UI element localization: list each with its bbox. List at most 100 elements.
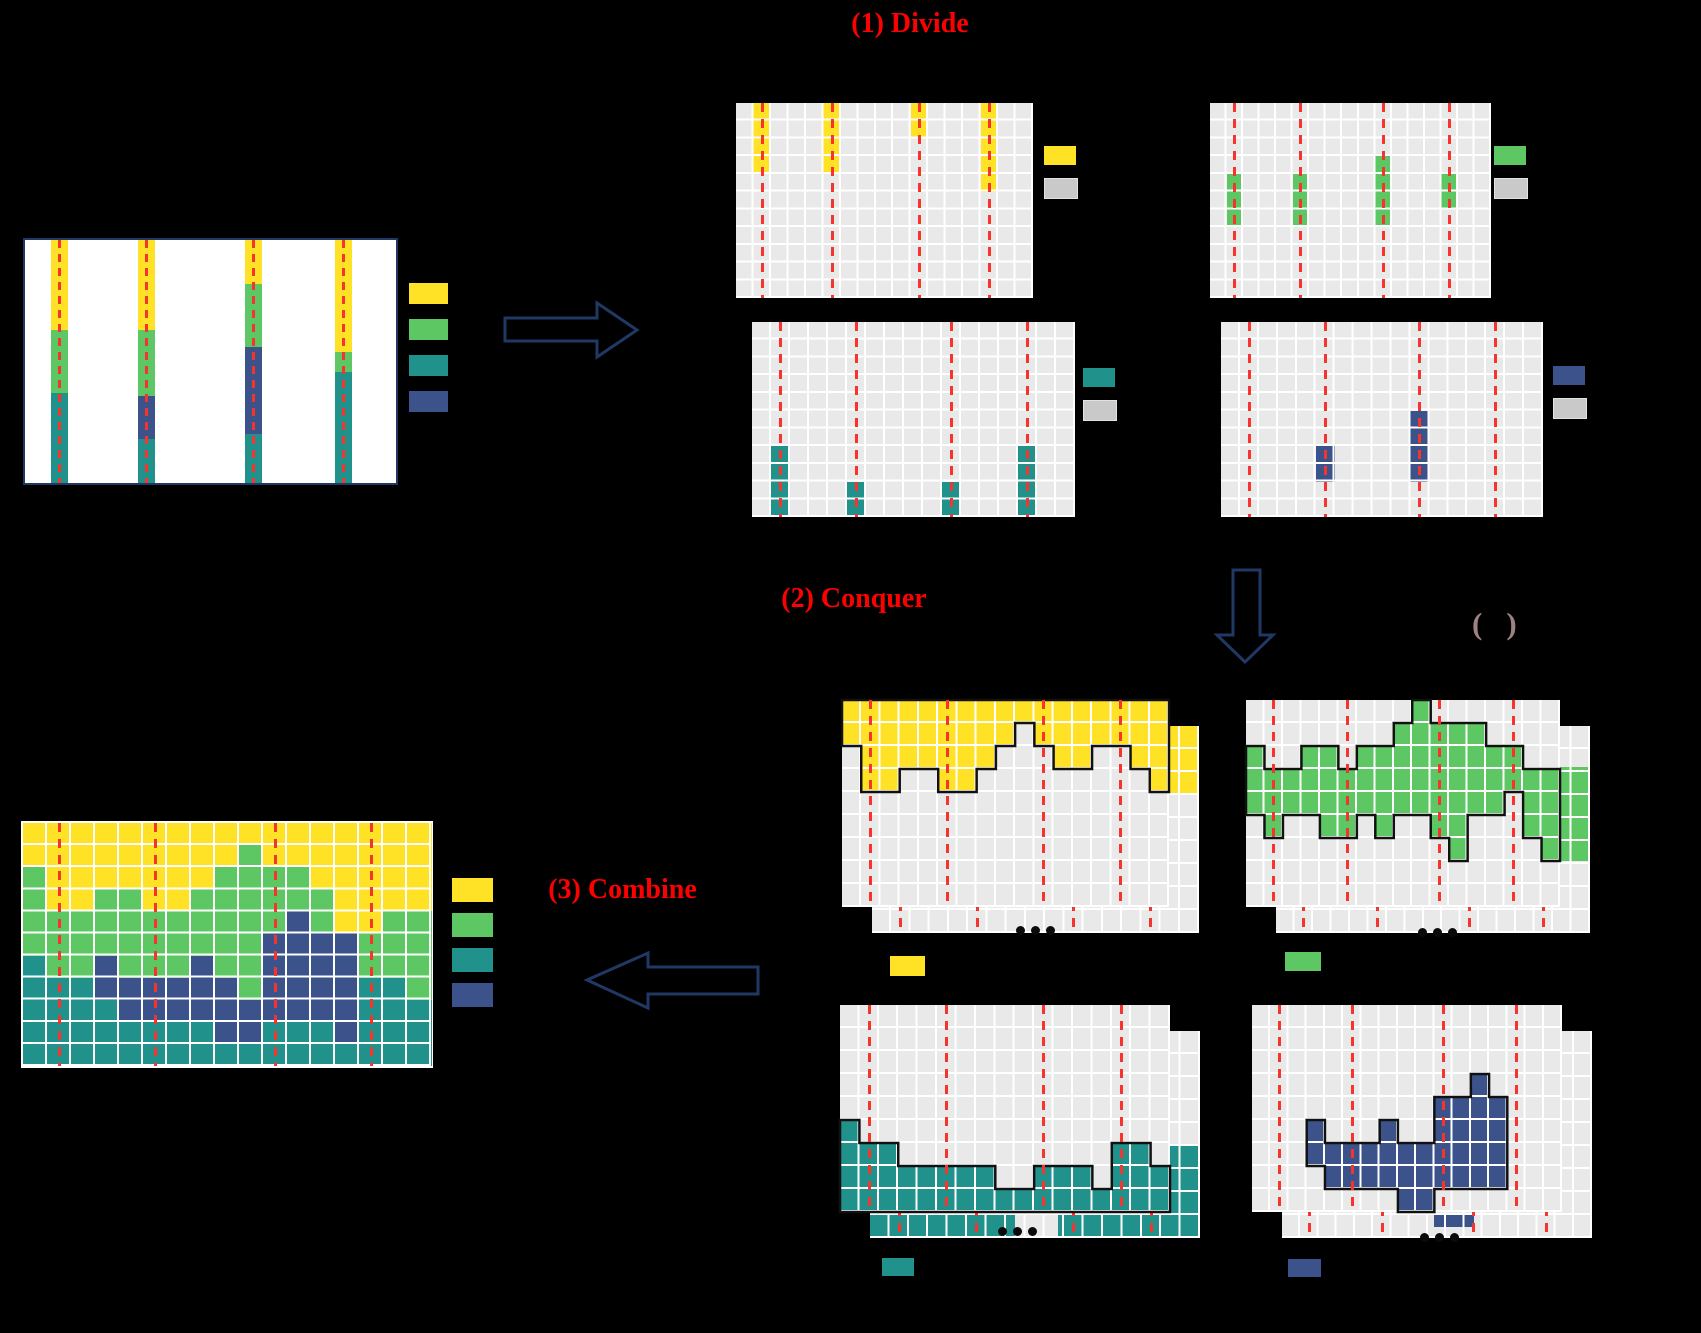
divide-panel-blue-legend-swatch-gray [1553,398,1587,419]
combined-legend-swatch-y [452,878,493,902]
grid-lines [842,700,1169,907]
well-dash-line [1042,700,1046,907]
well-dash-line [1277,1005,1281,1212]
combined-legend-swatch-g [452,913,493,937]
well-dash-line [867,1005,871,1212]
well-dash-line [341,240,345,483]
facies-band-outline [838,1118,1172,1214]
combine-stage-label: (3) Combine [548,874,697,905]
conquer-group-teal-ellipsis-dots [998,1227,1037,1236]
well-dash-line [1438,700,1442,907]
ellipsis-dot [1016,926,1025,935]
ellipsis-dot [1013,1227,1022,1236]
divide-panel-green-legend-swatch-gray [1494,178,1528,199]
well-dash-line [273,823,277,1066]
ellipsis-dot [1420,1233,1429,1242]
ellipsis-dot [1031,926,1040,935]
well-dash-line [917,103,921,298]
divide-panel-yellow-legend-swatch-gray [1044,178,1078,199]
well-dash-line [1494,322,1498,517]
conquer-group-yellow-color-swatch [890,956,925,976]
source-legend-swatch-y [409,283,448,304]
well-dash-line [58,240,62,483]
ellipsis-dot [998,1227,1007,1236]
well-dash-line [1323,322,1327,517]
well-dash-line [950,322,953,517]
ellipsis-dot [1435,1233,1444,1242]
well-dash-line [1350,1005,1354,1212]
conquer-group-teal-front-realization [838,1005,1172,1214]
ellipsis-dot [1448,928,1457,937]
well-dash-line [987,103,991,298]
paren-close: ) [1506,606,1517,641]
well-dash-line [855,322,858,517]
source-well-panel [23,238,398,485]
divide-panel-yellow [736,103,1033,298]
parenthesis-annotation: ( ) [1472,606,1517,642]
source-legend-swatch-g [409,319,448,340]
combined-model-panel [21,821,433,1068]
divide-panel-blue-legend-swatch-b [1553,366,1585,385]
divide-stage-label: (1) Divide [851,8,969,39]
grid-lines [1210,103,1491,298]
paren-open: ( [1472,606,1483,641]
ellipsis-dot [1028,1227,1037,1236]
grid-lines [752,322,1075,517]
grid-lines [23,823,431,1066]
divide-panel-yellow-legend-swatch-y [1044,146,1076,165]
well-dash-line [252,240,256,483]
well-dash-line [830,103,834,298]
well-dash-line [1272,700,1276,907]
well-dash-line [369,823,373,1066]
facies-band-outline [1305,1072,1509,1214]
conquer-group-yellow-ellipsis-dots [1016,926,1055,935]
conquer-group-blue-ellipsis-dots [1420,1233,1459,1242]
ellipsis-dot [1418,928,1427,937]
well-dash-line [1119,700,1123,907]
well-dash-line [1382,103,1386,298]
well-dash-line [144,240,148,483]
well-dash-line [1119,1005,1123,1212]
grid-lines [736,103,1033,298]
conquer-arrow-down [1213,568,1277,665]
well-dash-line [1448,103,1452,298]
conquer-group-yellow-front-realization [840,698,1171,907]
well-dash-line [1441,1005,1445,1212]
combined-legend-swatch-b [452,983,493,1007]
conquer-group-green-color-swatch [1285,952,1321,971]
well-dash-line [869,700,873,907]
conquer-stage-label: (2) Conquer [781,583,927,614]
facies-band-outline [840,698,1171,794]
well-dash-line [1346,700,1350,907]
grid-lines [840,1005,1170,1212]
divide-panel-green [1210,103,1491,298]
well-dash-line [760,103,764,298]
divide-arrow-right [503,300,640,360]
well-dash-line [946,700,950,907]
well-dash-line [1514,1005,1518,1212]
grid-lines [1252,1005,1562,1212]
ellipsis-dot [1433,928,1442,937]
grid-lines [1221,322,1543,517]
conquer-group-blue-front-realization [1252,1005,1562,1214]
well-dash-line [779,322,782,517]
conquer-group-teal-color-swatch [882,1258,914,1276]
ellipsis-dot [1046,926,1055,935]
ellipsis-dot [1450,1233,1459,1242]
divide-panel-green-legend-swatch-g [1494,146,1526,165]
grid-lines [1246,700,1560,907]
well-dash-line [1512,700,1516,907]
combine-arrow-left [583,950,760,1011]
divide-panel-teal-legend-swatch-gray [1083,400,1117,421]
divide-panel-teal-legend-swatch-t [1083,368,1115,387]
conquer-group-green-ellipsis-dots [1418,928,1457,937]
well-dash-line [1042,1005,1046,1212]
combined-legend-swatch-t [452,948,493,972]
well-dash-line [945,1005,949,1212]
source-legend-swatch-b [409,391,448,412]
conquer-group-blue-color-swatch [1288,1259,1321,1277]
well-dash-line [1299,103,1303,298]
divide-panel-teal [752,322,1075,517]
well-dash-line [57,823,61,1066]
